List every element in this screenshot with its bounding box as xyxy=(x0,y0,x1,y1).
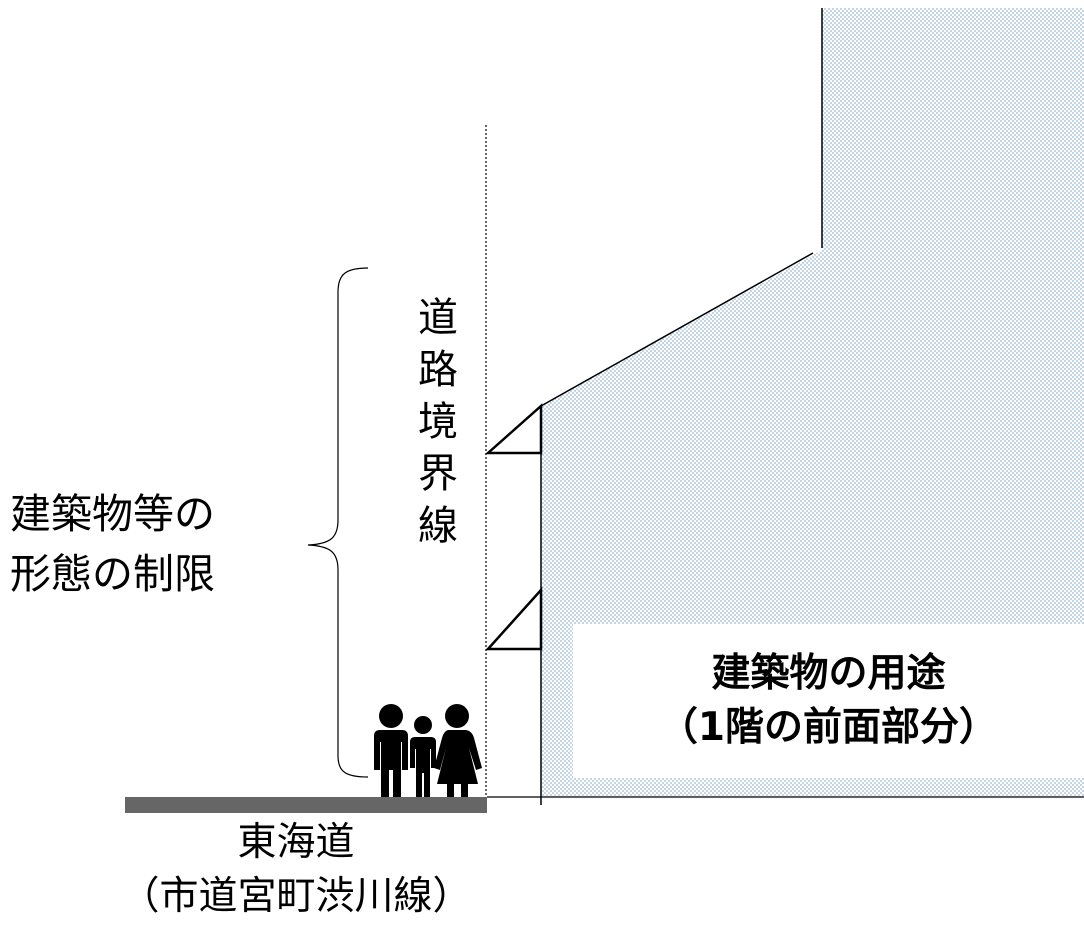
building-slope-line xyxy=(540,252,814,407)
height-brace xyxy=(307,267,369,778)
building-use-line1: 建築物の用途 xyxy=(711,651,946,696)
form-restriction-line1: 建築物等の xyxy=(10,490,215,538)
building-mass xyxy=(541,8,1084,797)
lower-projection xyxy=(485,586,543,651)
form-restriction-line2: 形態の制限 xyxy=(10,550,215,598)
road-subname: （市道宮町渋川線） xyxy=(120,874,472,919)
road-name: 東海道 xyxy=(237,820,355,865)
form-restriction-label: 建築物等の 形態の制限 xyxy=(10,484,215,604)
building-use-label-box: 建築物の用途 （1階の前面部分） xyxy=(573,624,1084,778)
family-pictogram-icon xyxy=(374,704,482,797)
upper-projection xyxy=(484,403,543,455)
road-name-label: 東海道 （市道宮町渋川線） xyxy=(60,816,532,924)
building-use-line2: （1階の前面部分） xyxy=(658,705,999,750)
road-surface xyxy=(125,797,487,813)
road-boundary-label: 道路境界線 xyxy=(411,296,457,556)
